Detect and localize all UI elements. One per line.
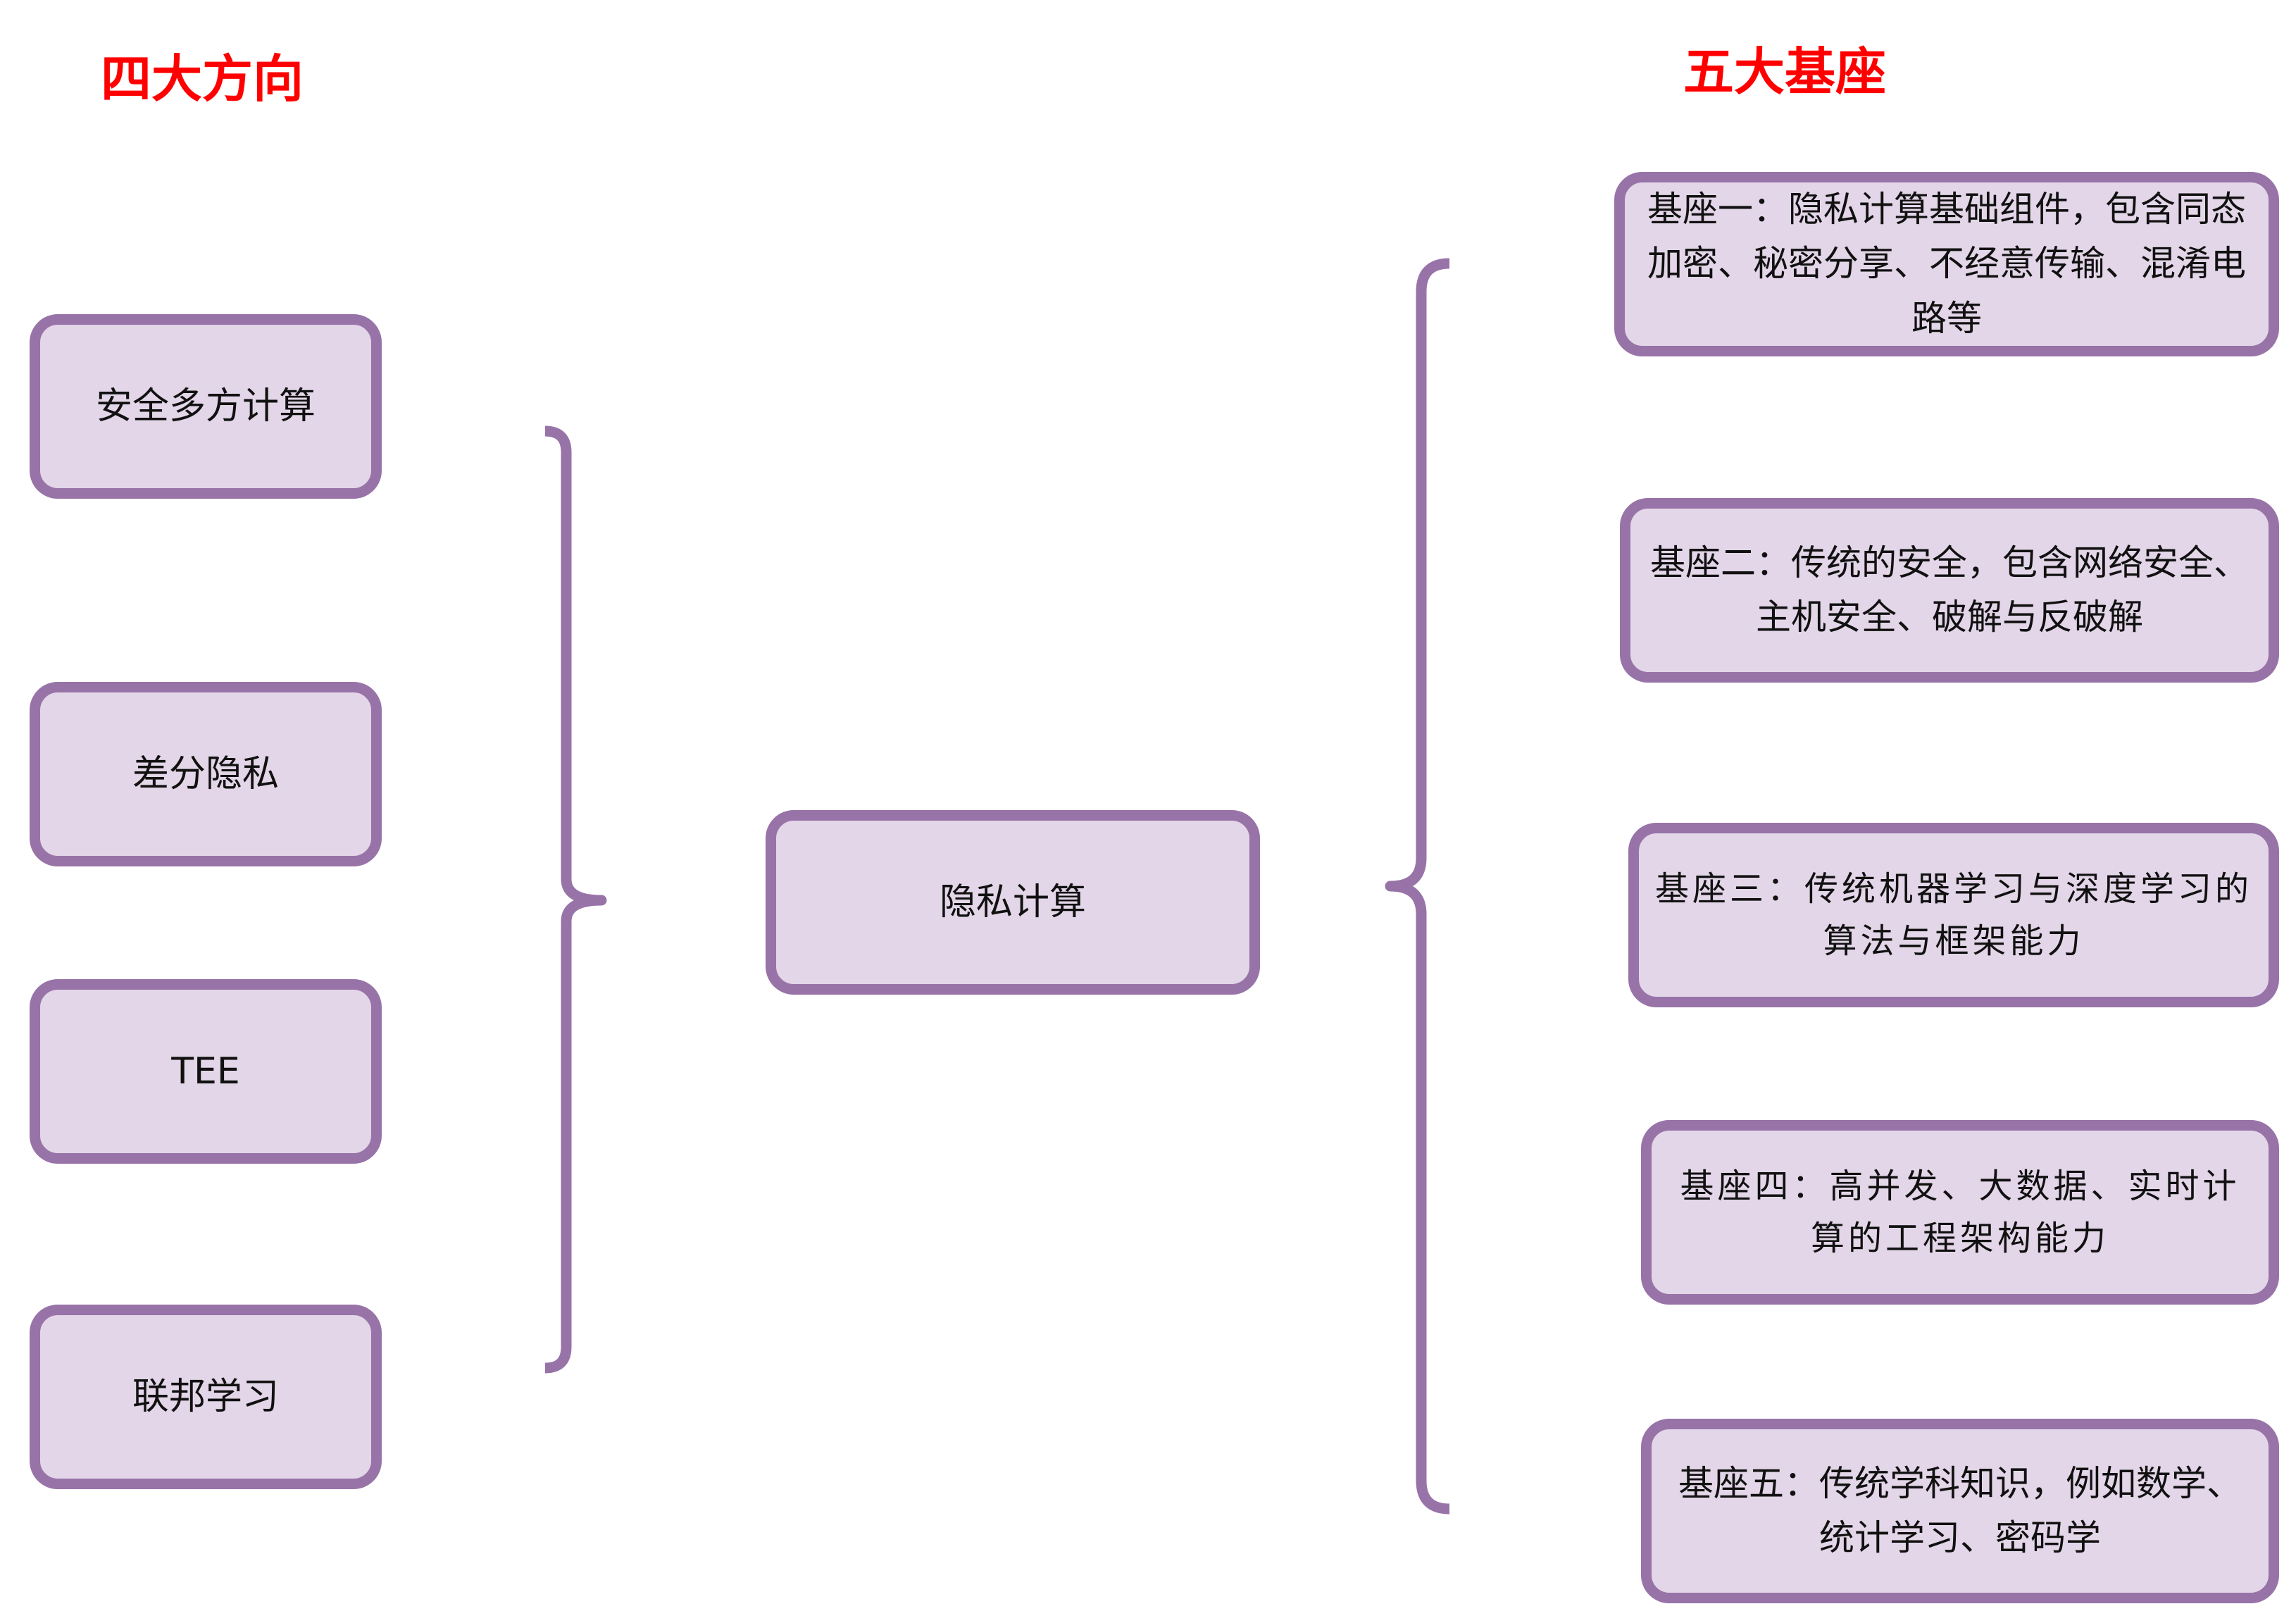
foundation-label: 基座四：高并发、大数据、实时计算的工程架构能力 [1680, 1166, 2240, 1258]
direction-node-mpc: 安全多方计算 [30, 314, 382, 499]
center-label: 隐私计算 [939, 881, 1086, 924]
foundation-node-2: 基座二：传统的安全，包含网络安全、主机安全、破解与反破解 [1620, 498, 2279, 683]
foundation-node-1: 基座一：隐私计算基础组件，包含同态加密、秘密分享、不经意传输、混淆电路等 [1614, 172, 2279, 356]
direction-label: 安全多方计算 [95, 385, 316, 428]
foundation-node-5: 基座五：传统学科知识，例如数学、统计学习、密码学 [1641, 1419, 2279, 1603]
foundation-node-4: 基座四：高并发、大数据、实时计算的工程架构能力 [1641, 1120, 2279, 1305]
center-node-privacy-computing: 隐私计算 [766, 810, 1260, 995]
direction-node-federated-learning: 联邦学习 [30, 1305, 382, 1489]
foundation-label: 基座一：隐私计算基础组件，包含同态加密、秘密分享、不经意传输、混淆电路等 [1647, 188, 2246, 339]
right-curly-bracket [1385, 258, 1450, 1515]
foundations-heading: 五大基座 [1683, 42, 1887, 101]
foundation-node-3: 基座三：传统机器学习与深度学习的算法与框架能力 [1628, 823, 2279, 1007]
direction-node-tee: TEE [30, 979, 382, 1164]
direction-node-differential-privacy: 差分隐私 [30, 682, 382, 866]
direction-label: 联邦学习 [132, 1375, 279, 1418]
direction-label: TEE [171, 1050, 240, 1093]
directions-heading: 四大方向 [101, 49, 304, 108]
left-curly-bracket [544, 425, 607, 1374]
foundation-label: 基座三：传统机器学习与深度学习的算法与框架能力 [1654, 869, 2252, 961]
foundation-label: 基座五：传统学科知识，例如数学、统计学习、密码学 [1678, 1462, 2242, 1559]
foundation-label: 基座二：传统的安全，包含网络安全、主机安全、破解与反破解 [1650, 542, 2249, 638]
direction-label: 差分隐私 [132, 752, 279, 795]
